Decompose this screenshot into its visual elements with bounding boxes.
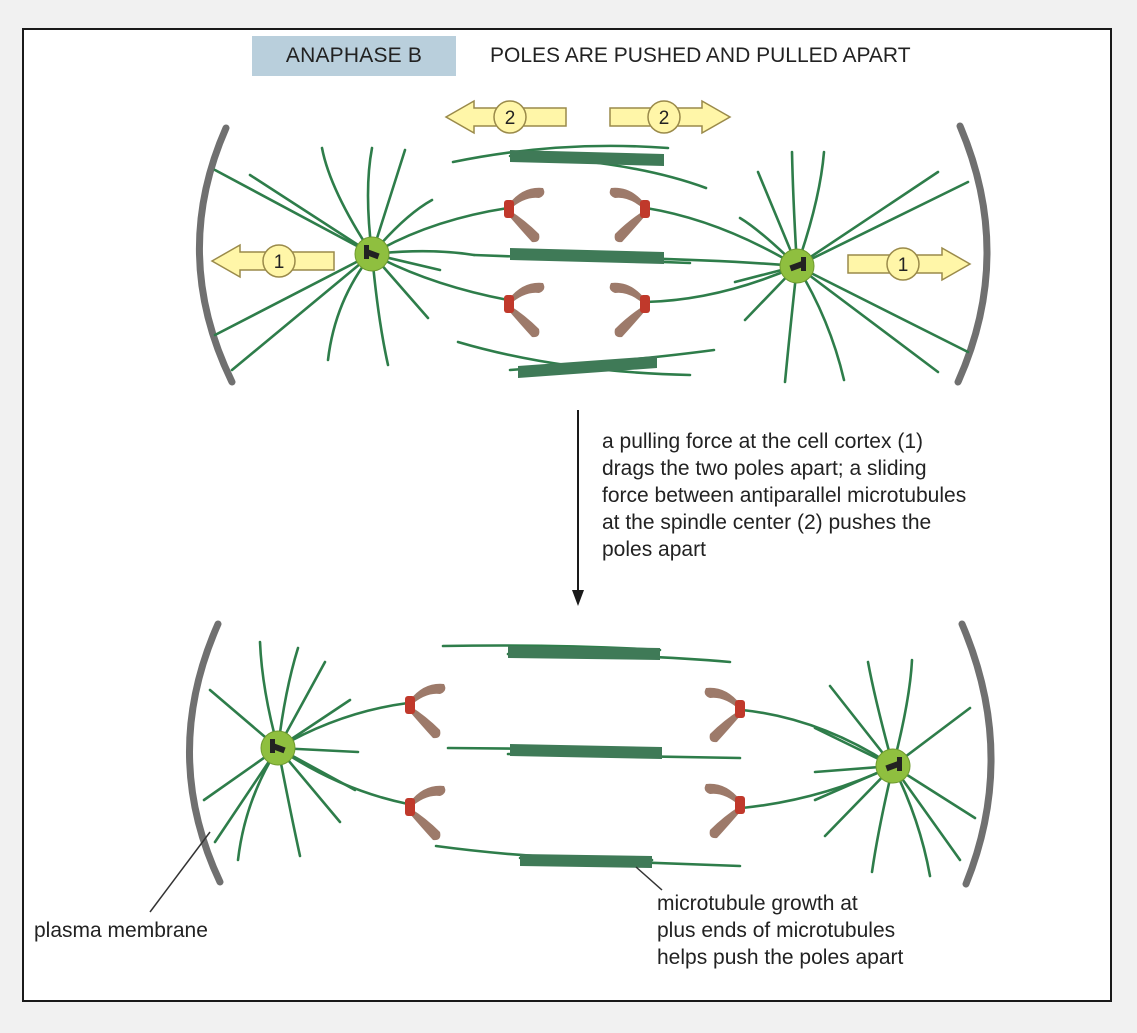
kinetochore <box>405 798 415 816</box>
kinetochore <box>640 200 650 218</box>
sliding-force-arrow-left: 2 <box>444 99 567 135</box>
chromatid <box>410 785 446 808</box>
chromatid <box>704 783 740 806</box>
kinetochore-microtubule <box>276 746 410 806</box>
chromatid <box>509 282 545 305</box>
sliding-force-number: 2 <box>659 108 670 129</box>
stage-badge: ANAPHASE B <box>252 36 456 76</box>
top-spindle-panel <box>195 122 991 386</box>
chromatid <box>614 210 645 243</box>
centriole <box>789 260 805 272</box>
plasma-membrane-leader-line <box>149 831 211 913</box>
kinetochore-microtubule <box>644 264 799 304</box>
chromatid <box>410 808 441 841</box>
chromatid <box>509 187 545 210</box>
centriole <box>897 757 902 771</box>
kinetochore <box>640 295 650 313</box>
chromatid <box>709 806 740 839</box>
centriole <box>801 257 806 271</box>
pulling-force-number: 1 <box>898 255 909 276</box>
astral-microtubule <box>236 746 280 862</box>
astral-microtubule <box>213 168 374 256</box>
plasma-membrane-label: plasma membrane <box>34 919 208 942</box>
astral-microtubule <box>213 252 374 337</box>
kinetochore-microtubule <box>740 708 895 768</box>
chromatid <box>709 710 740 743</box>
astral-microtubule <box>230 252 374 372</box>
diagram-title: POLES ARE PUSHED AND PULLED APART <box>490 44 911 67</box>
overlap-zone <box>520 854 652 868</box>
overlap-zone <box>508 646 660 660</box>
centriole <box>364 245 369 259</box>
plasma-membrane <box>958 620 995 888</box>
sliding-force-number: 2 <box>505 108 516 129</box>
kinetochore <box>735 700 745 718</box>
astral-microtubule <box>795 264 940 374</box>
centriole <box>270 739 275 753</box>
microtubule-growth-label: microtubule growth at plus ends of micro… <box>657 892 904 969</box>
kinetochore <box>405 696 415 714</box>
overlap-zone <box>518 356 657 378</box>
pulling-force-arrow-right: 1 <box>847 246 972 282</box>
interpolar-microtubule <box>451 144 670 164</box>
plasma-membrane <box>954 122 991 386</box>
chromatid <box>509 305 540 338</box>
forces-caption: a pulling force at the cell cortex (1) d… <box>602 430 967 561</box>
chromatid <box>704 687 740 710</box>
astral-microtubule <box>795 150 826 268</box>
transition-arrow <box>572 410 584 606</box>
microtubule-growth-leader-line <box>635 866 663 891</box>
kinetochore-microtubule <box>644 206 799 268</box>
kinetochore <box>504 200 514 218</box>
chromatid <box>509 210 540 243</box>
chromatid <box>410 683 446 706</box>
astral-microtubule <box>891 764 962 862</box>
plasma-membrane <box>186 620 224 886</box>
sliding-force-arrow-right: 2 <box>609 99 732 135</box>
chromatid <box>609 187 645 210</box>
bottom-spindle-panel <box>186 620 995 888</box>
centriole <box>885 760 901 772</box>
astral-microtubule <box>795 170 940 268</box>
astral-microtubule <box>370 148 407 256</box>
overlap-zone <box>510 248 664 264</box>
kinetochore <box>504 295 514 313</box>
astral-microtubule <box>248 173 374 256</box>
pulling-force-arrow-left: 1 <box>210 243 335 279</box>
kinetochore-microtubule <box>740 764 895 810</box>
kinetochore <box>735 796 745 814</box>
chromatid <box>609 282 645 305</box>
astral-microtubule <box>795 264 970 354</box>
chromatid <box>614 305 645 338</box>
pulling-force-number: 1 <box>274 252 285 273</box>
plasma-membrane <box>195 124 236 386</box>
stage-badge-label: ANAPHASE B <box>285 44 423 67</box>
astral-microtubule <box>795 180 970 268</box>
overlap-zone <box>510 744 662 759</box>
chromatid <box>410 706 441 739</box>
overlap-zone <box>510 150 664 166</box>
